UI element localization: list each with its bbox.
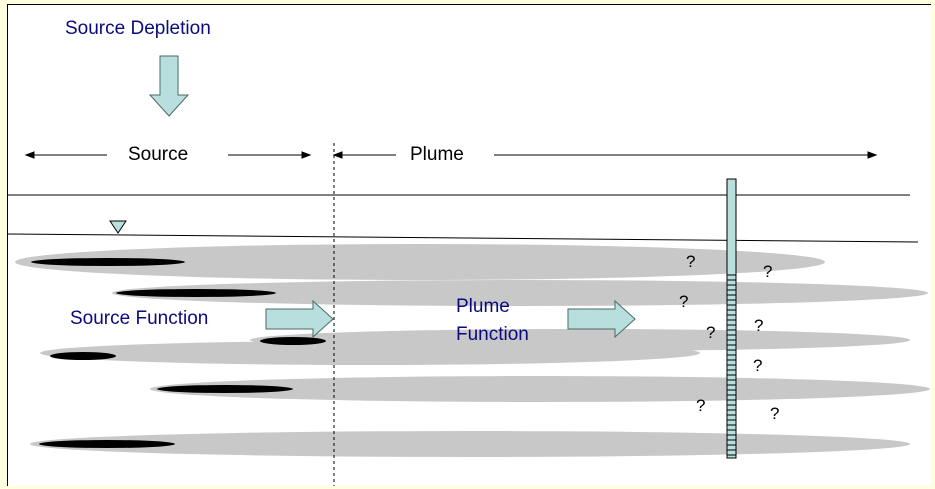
unknown-mark: ? [686,252,696,271]
plume-body-1 [15,244,825,280]
plume-bodies [15,244,930,457]
monitoring-well [726,178,737,459]
unknown-mark: ? [754,316,764,335]
source-zone-1 [31,258,185,266]
extent-arrows [24,151,878,159]
unknown-mark: ? [696,396,706,415]
plume-body-6 [30,431,910,457]
source-extent-label: Source [128,144,189,165]
source-zones [31,258,326,448]
plume-extent-label: Plume [410,144,464,165]
plume-function-label-line1: Plume [456,296,510,317]
unknown-mark: ? [706,323,716,342]
unknown-mark: ? [763,262,773,281]
well-screen [727,274,736,456]
water-table-triangle-icon [109,220,127,234]
plume-right-arrowhead-icon [867,151,878,159]
plume-body-4 [40,341,700,365]
well-casing [726,178,737,459]
source-function-label: Source Function [70,308,209,329]
source-zone-2 [116,289,276,297]
source-zone-3 [260,337,326,345]
source-zone-4 [50,352,116,360]
unknown-mark: ? [679,292,689,311]
plume-function-arrow-icon [567,299,636,339]
source-zone-5 [157,385,293,393]
source-left-arrowhead-icon [24,151,35,159]
source-right-arrowhead-icon [301,151,312,159]
source-zone-6 [39,440,175,448]
plume-function-label-line2: Function [456,324,529,345]
plume-left-arrowhead-icon [332,151,343,159]
plume-body-2 [112,280,928,306]
unknown-mark: ? [753,356,763,375]
source-function-arrow-icon [265,299,334,339]
unknown-mark: ? [770,404,780,423]
source-depletion-label: Source Depletion [65,18,211,39]
source-depletion-arrow-icon [148,55,190,117]
water-table-line [7,233,919,243]
